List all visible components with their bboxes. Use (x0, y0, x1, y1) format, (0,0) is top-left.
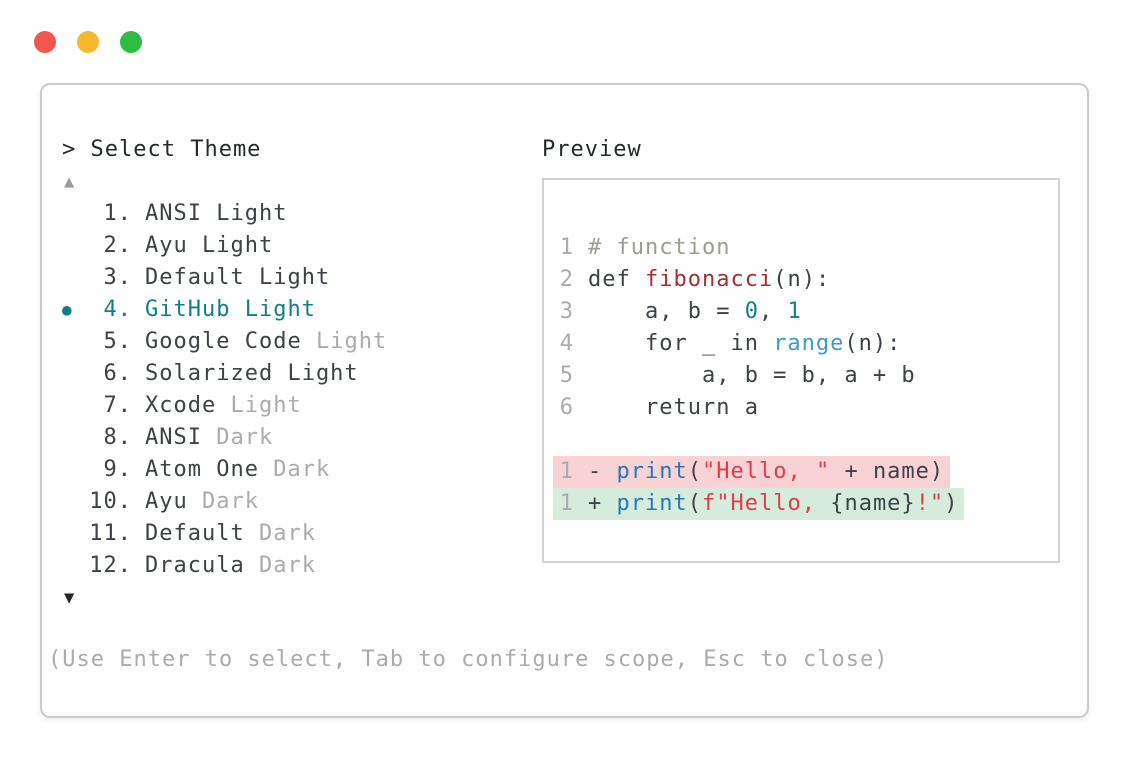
line-number: 1 (559, 491, 574, 516)
theme-item-label: Ayu Dark (145, 489, 259, 514)
theme-item-label: Default Light (145, 265, 331, 290)
code-line: 5 a, b = b, a + b (553, 360, 1058, 392)
code-line: 4 for _ in range(n): (553, 328, 1058, 360)
line-number: 1 (559, 235, 574, 260)
theme-item-number: 4. (103, 297, 132, 322)
theme-item-11[interactable]: 11. Default Dark (62, 518, 888, 550)
line-number: 6 (559, 395, 574, 420)
theme-item-number: 10. (89, 489, 132, 514)
line-number: 4 (559, 331, 574, 356)
theme-item-4[interactable]: ● 4. GitHub Light (62, 294, 888, 326)
theme-item-number: 1. (103, 201, 132, 226)
theme-item-label: Xcode Light (145, 393, 302, 418)
scroll-down-icon[interactable]: ▼ (64, 588, 76, 608)
code-line: 6 return a (553, 392, 1058, 424)
line-number: 3 (559, 299, 574, 324)
traffic-lights (34, 31, 142, 53)
theme-item-label: Default Dark (145, 521, 316, 546)
theme-item-label: ANSI Light (145, 201, 288, 226)
theme-item-number: 8. (103, 425, 132, 450)
theme-item-label: Atom One Dark (145, 457, 331, 482)
select-theme-prompt: > Select Theme (62, 137, 262, 162)
hint-text: (Use Enter to select, Tab to configure s… (48, 647, 889, 672)
theme-item-3[interactable]: 3. Default Light (62, 262, 888, 294)
code-line: 3 a, b = 0, 1 (553, 296, 1058, 328)
line-number: 2 (559, 267, 574, 292)
scroll-up-icon[interactable]: ▲ (64, 172, 76, 192)
theme-item-number: 2. (103, 233, 132, 258)
theme-item-label: GitHub Light (145, 297, 316, 322)
theme-item-10[interactable]: 10. Ayu Dark (62, 486, 888, 518)
theme-item-label: Dracula Dark (145, 553, 316, 578)
theme-item-label: Ayu Light (145, 233, 274, 258)
theme-item-label: ANSI Dark (145, 425, 274, 450)
zoom-button[interactable] (120, 31, 142, 53)
theme-item-2[interactable]: 2. Ayu Light (62, 230, 888, 262)
theme-item-12[interactable]: 12. Dracula Dark (62, 550, 888, 582)
theme-item-9[interactable]: 9. Atom One Dark (62, 454, 888, 486)
diff-removed-line: 1- print("Hello, " + name) (553, 456, 1058, 488)
theme-item-number: 5. (103, 329, 132, 354)
theme-item-label: Solarized Light (145, 361, 359, 386)
code-line (553, 424, 1058, 456)
theme-item-5[interactable]: 5. Google Code Light (62, 326, 888, 358)
theme-picker-window: > Select Theme ▲ 1. ANSI Light 2. Ayu Light… (40, 83, 1089, 718)
theme-item-number: 6. (103, 361, 132, 386)
theme-item-number: 9. (103, 457, 132, 482)
minimize-button[interactable] (77, 31, 99, 53)
diff-added-line: 1+ print(f"Hello, {name}!") (553, 488, 1058, 520)
theme-item-number: 11. (89, 521, 132, 546)
line-number: 1 (559, 459, 574, 484)
theme-item-8[interactable]: 8. ANSI Dark (62, 422, 888, 454)
line-number: 5 (559, 363, 574, 388)
theme-item-6[interactable]: 6. Solarized Light (62, 358, 888, 390)
preview-title: Preview (542, 137, 642, 162)
close-button[interactable] (34, 31, 56, 53)
code-line: 1# function (553, 232, 1058, 264)
selection-bullet-icon: ● (62, 300, 73, 319)
theme-item-number: 3. (103, 265, 132, 290)
theme-item-number: 7. (103, 393, 132, 418)
theme-item-label: Google Code Light (145, 329, 388, 354)
theme-item-7[interactable]: 7. Xcode Light (62, 390, 888, 422)
theme-list-panel: > Select Theme ▲ 1. ANSI Light 2. Ayu Light… (48, 134, 888, 676)
theme-item-number: 12. (89, 553, 132, 578)
theme-item-1[interactable]: 1. ANSI Light (62, 198, 888, 230)
